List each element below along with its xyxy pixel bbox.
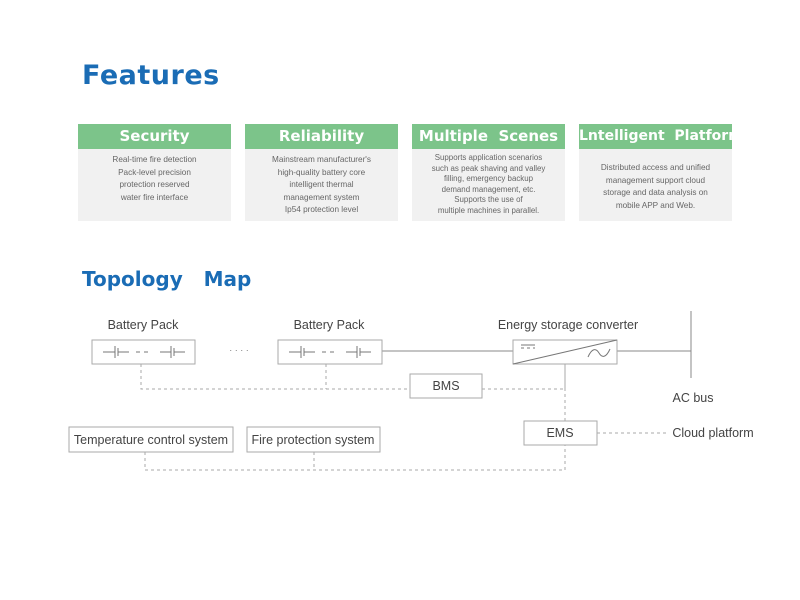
feature-card-title: Lntelligent Platform bbox=[579, 124, 743, 149]
temperature-control-label: Temperature control system bbox=[74, 433, 228, 447]
features-title: Features bbox=[82, 60, 220, 91]
ellipsis-dots: · · · · bbox=[229, 345, 249, 355]
feature-card-title: Reliability bbox=[245, 124, 398, 149]
feature-card-text: Supports application scenarios such as p… bbox=[431, 153, 546, 215]
bms-converter-dashed-line bbox=[482, 364, 566, 390]
feature-card-title: Security bbox=[78, 124, 231, 149]
cloud-platform-label: Cloud platform bbox=[672, 426, 753, 440]
converter-label: Energy storage converter bbox=[498, 318, 638, 332]
bms-box bbox=[409, 373, 483, 399]
feature-card-text: Distributed access and unified managemen… bbox=[600, 163, 711, 210]
topology-title: Topology Map bbox=[82, 267, 252, 291]
feature-card-text: Real-time fire detection Pack-level prec… bbox=[112, 155, 197, 202]
battery-pack-label: Battery Pack bbox=[108, 318, 180, 332]
pack1-bms-dashed-line bbox=[140, 364, 410, 390]
battery-cell-icon bbox=[289, 346, 371, 358]
feature-card-text: Mainstream manufacturer's high-quality b… bbox=[272, 155, 371, 215]
feature-card-title: Multiple Scenes bbox=[412, 124, 565, 149]
feature-card-intelligent-platform: Lntelligent Platform Distributed access … bbox=[579, 124, 743, 221]
feature-card-multiple-scenes: Multiple Scenes Supports application sce… bbox=[412, 124, 565, 221]
ac-bus-label: AC bus bbox=[673, 391, 714, 405]
fire-protection-label: Fire protection system bbox=[252, 433, 375, 447]
fire-protection-box bbox=[246, 426, 381, 453]
battery-cell-icon bbox=[103, 346, 185, 358]
temperature-control-box bbox=[68, 426, 234, 453]
systems-ems-dashed-line bbox=[144, 445, 566, 471]
feature-card-security: Security Real-time fire detection Pack-l… bbox=[78, 124, 231, 221]
ems-box bbox=[523, 420, 598, 446]
ems-label: EMS bbox=[546, 426, 573, 440]
feature-card-reliability: Reliability Mainstream manufacturer's hi… bbox=[245, 124, 398, 221]
bms-label: BMS bbox=[432, 379, 459, 393]
battery-pack-label: Battery Pack bbox=[294, 318, 366, 332]
dc-ac-converter-icon bbox=[512, 339, 618, 365]
